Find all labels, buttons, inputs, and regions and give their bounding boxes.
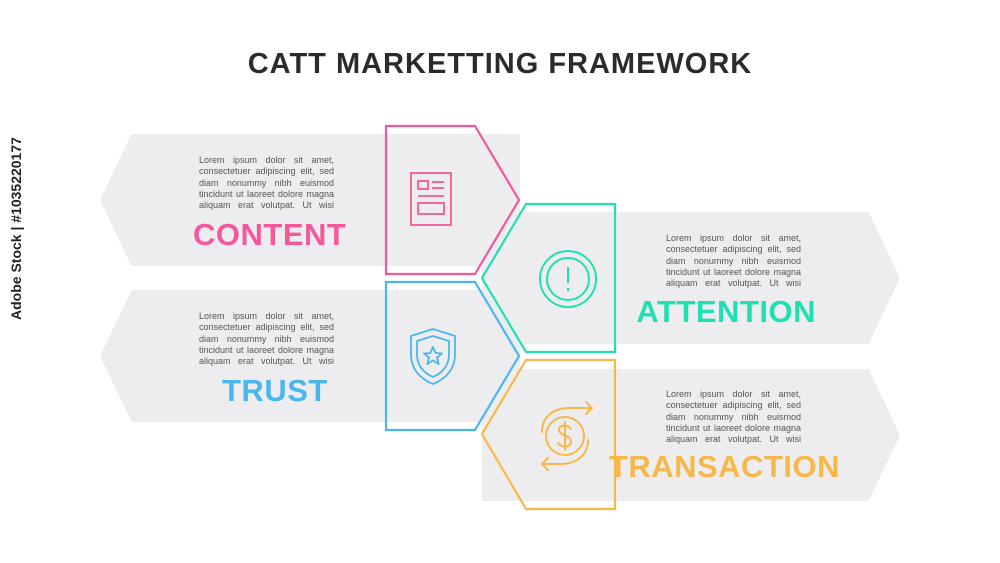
shield-star-icon bbox=[410, 328, 456, 385]
transaction-label: TRANSACTION bbox=[608, 449, 840, 484]
content-hexagon bbox=[384, 124, 521, 276]
dollar-exchange-icon bbox=[540, 401, 594, 471]
attention-description: Lorem ipsum dolor sit amet, consectetuer… bbox=[666, 233, 801, 289]
trust-description: Lorem ipsum dolor sit amet, consectetuer… bbox=[199, 311, 334, 367]
document-icon bbox=[410, 172, 452, 226]
trust-card bbox=[100, 290, 520, 422]
transaction-card bbox=[482, 369, 900, 501]
transaction-hexagon bbox=[480, 358, 617, 511]
page-title: CATT MARKETTING FRAMEWORK bbox=[247, 48, 753, 80]
content-card bbox=[100, 134, 520, 266]
content-label: CONTENT bbox=[193, 217, 347, 252]
trust-label: TRUST bbox=[222, 373, 328, 408]
stock-watermark: Adobe Stock | #1035220177 bbox=[8, 137, 24, 320]
attention-card bbox=[482, 212, 900, 344]
trust-hexagon bbox=[384, 280, 521, 432]
attention-hexagon bbox=[480, 202, 617, 354]
exclamation-circle-icon bbox=[539, 250, 597, 308]
content-description: Lorem ipsum dolor sit amet, consectetuer… bbox=[199, 155, 334, 211]
transaction-description: Lorem ipsum dolor sit amet, consectetuer… bbox=[666, 389, 801, 445]
attention-label: ATTENTION bbox=[636, 294, 816, 329]
